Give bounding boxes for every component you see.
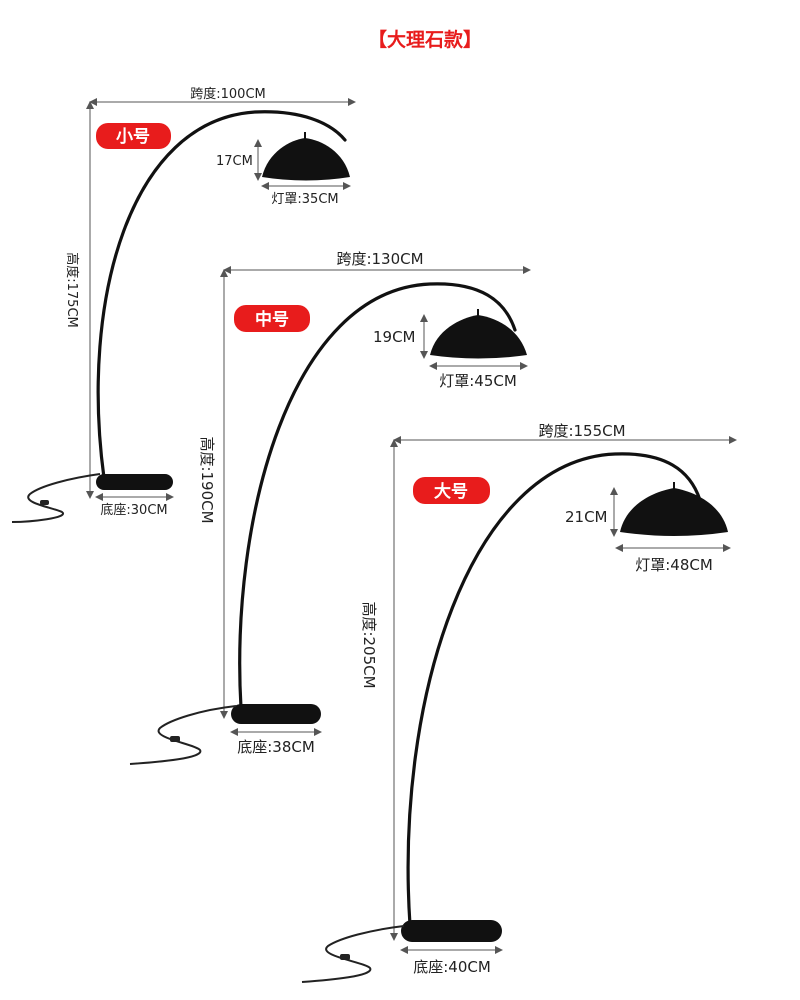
- lamp-medium-tag-label: 中号: [255, 309, 289, 330]
- lamp-medium-cord: [129, 705, 237, 765]
- lamp-medium-height: 高度:190CM: [198, 436, 216, 523]
- lamp-small-tag-label: 小号: [116, 127, 150, 147]
- lamp-small: 跨度:100CM 高度:175CM 小号 17CM 灯罩:35CM 底座:30C…: [11, 86, 356, 523]
- lamp-large-tag-label: 大号: [434, 481, 468, 502]
- lamp-small-cord: [11, 473, 101, 523]
- lamp-medium-span: 跨度:130CM: [336, 250, 423, 268]
- lamp-small-base: [96, 474, 173, 490]
- lamp-small-tag: [96, 123, 171, 149]
- lamp-small-span: 跨度:100CM: [190, 86, 266, 102]
- lamp-large-cord: [301, 925, 405, 983]
- lamp-large-span: 跨度:155CM: [538, 422, 625, 440]
- lamp-large-height: 高度:205CM: [360, 601, 378, 688]
- lamp-small-shade-width: 灯罩:35CM: [271, 192, 338, 207]
- lamp-small-height: 高度:175CM: [64, 252, 80, 328]
- lamp-large-shade-width: 灯罩:48CM: [635, 556, 713, 574]
- lamp-large-shade: [620, 488, 728, 536]
- page-title: 【大理石款】: [368, 28, 482, 51]
- lamp-medium-tag: [234, 305, 310, 332]
- lamp-medium-arc: [238, 282, 517, 710]
- lamp-medium-base-size: 底座:38CM: [237, 738, 315, 756]
- lamp-large-base: [401, 920, 502, 942]
- lamp-small-arc: [96, 110, 347, 480]
- lamp-small-shade: [262, 138, 350, 181]
- lamp-medium: 跨度:130CM 高度:190CM 中号 19CM 灯罩:45CM 底座:38C…: [129, 250, 531, 765]
- lamp-small-shade-height: 17CM: [216, 154, 253, 169]
- lamp-large-shade-height: 21CM: [565, 508, 608, 526]
- lamp-medium-shade-width: 灯罩:45CM: [439, 372, 517, 390]
- lamp-large-arc: [406, 452, 702, 927]
- lamp-large: 跨度:155CM 高度:205CM 大号 21CM 灯罩:48CM 底座:40C…: [301, 422, 737, 983]
- lamp-medium-shade: [430, 315, 527, 359]
- lamp-large-base-size: 底座:40CM: [413, 958, 491, 976]
- lamp-small-base-size: 底座:30CM: [100, 502, 167, 518]
- lamp-medium-base: [231, 704, 321, 724]
- lamp-large-tag: [413, 477, 490, 504]
- lamp-medium-shade-height: 19CM: [373, 328, 416, 346]
